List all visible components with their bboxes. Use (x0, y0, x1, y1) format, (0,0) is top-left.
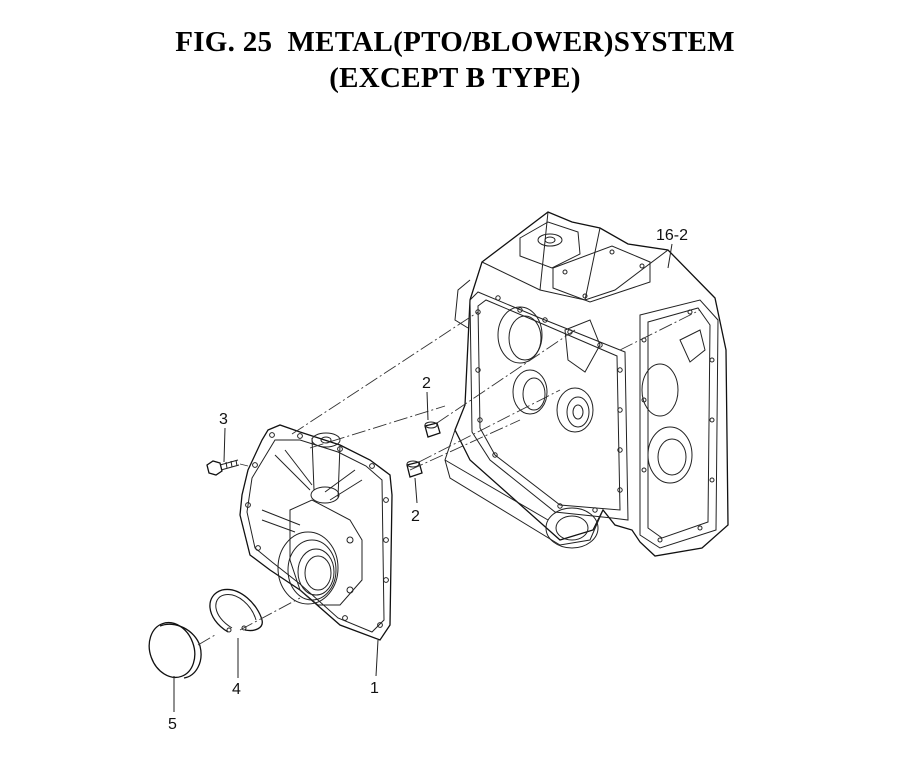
dowel-pin-upper (424, 421, 441, 438)
snap-ring (209, 588, 263, 633)
end-cap (148, 621, 202, 679)
callout-1: 1 (370, 680, 379, 697)
callout-5: 5 (168, 716, 177, 733)
transmission-housing (444, 211, 729, 557)
callout-2-upper: 2 (422, 375, 431, 392)
callout-3: 3 (219, 411, 228, 428)
callout-4: 4 (232, 681, 241, 698)
leader-lines (173, 243, 673, 712)
figure-subtitle: (EXCEPT B TYPE) (329, 62, 581, 94)
assembly-center-lines (197, 309, 701, 646)
figure-title: FIG. 25 METAL(PTO/BLOWER)SYSTEM (175, 26, 735, 58)
dowel-pin-lower (406, 460, 423, 478)
callout-16-2: 16-2 (656, 227, 688, 244)
flange-bolt (206, 459, 240, 476)
callout-2-lower: 2 (411, 508, 420, 525)
pto-cover (239, 424, 393, 641)
